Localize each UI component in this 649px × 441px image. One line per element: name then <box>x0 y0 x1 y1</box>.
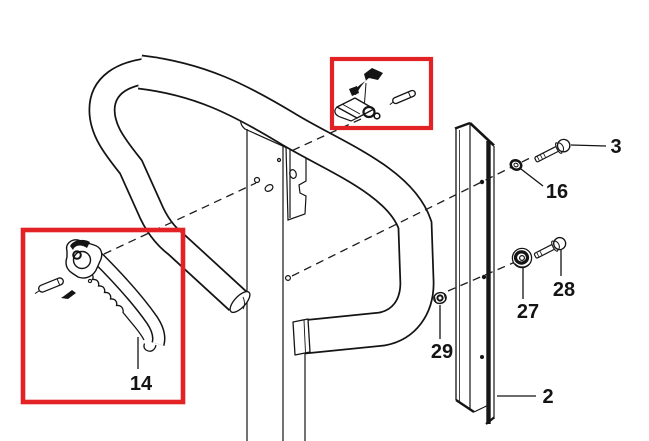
plate-rivet-dot <box>276 157 282 163</box>
part-label-28: 28 <box>553 279 575 301</box>
highlight-box-cam-lock <box>329 56 434 131</box>
bar-hole-middle <box>481 274 487 280</box>
part-label-27: 27 <box>517 301 539 323</box>
lever-cam-cap <box>70 239 90 250</box>
part-label-2: 2 <box>542 386 553 408</box>
lever-clevis-pin <box>34 277 64 295</box>
lever-set-screw <box>61 290 76 299</box>
mounting-plate <box>240 117 307 441</box>
washer-part-16 <box>509 159 523 171</box>
support-bar-part-2 <box>454 121 495 425</box>
bar-hole-upper <box>479 179 485 185</box>
axis-lower-bolt <box>447 252 537 292</box>
cam-pin <box>389 89 416 106</box>
axis-lever-to-plate <box>103 182 257 255</box>
highlight-box-lever <box>20 227 186 405</box>
cam-lock-assembly <box>334 68 416 122</box>
leader-lines <box>137 144 607 397</box>
plate-hole <box>253 176 261 184</box>
part-label-29: 29 <box>431 341 453 363</box>
cam-lever-flag <box>352 68 383 95</box>
lever-part-14 <box>34 239 166 352</box>
leader-line-16 <box>520 168 544 187</box>
bolt-part-3 <box>534 138 571 163</box>
nut-part-29 <box>433 291 447 305</box>
assembly-axis-lines <box>103 118 537 292</box>
left-tube-end-cap <box>229 290 251 314</box>
lever-grip-waves <box>88 270 145 341</box>
part-label-16: 16 <box>546 181 568 203</box>
axis-anchor-dot <box>285 275 292 282</box>
bolt-part-28 <box>533 236 567 259</box>
part-label-14: 14 <box>130 373 153 395</box>
axis-upper-bolt <box>291 156 533 277</box>
leader-line-3 <box>570 144 607 147</box>
spacer-part-27 <box>511 247 533 269</box>
plate-slot-hole <box>264 184 274 192</box>
bar-hole-lower <box>480 355 484 359</box>
part-label-3: 3 <box>610 136 621 158</box>
bottom-tube-end-flange <box>292 318 311 356</box>
